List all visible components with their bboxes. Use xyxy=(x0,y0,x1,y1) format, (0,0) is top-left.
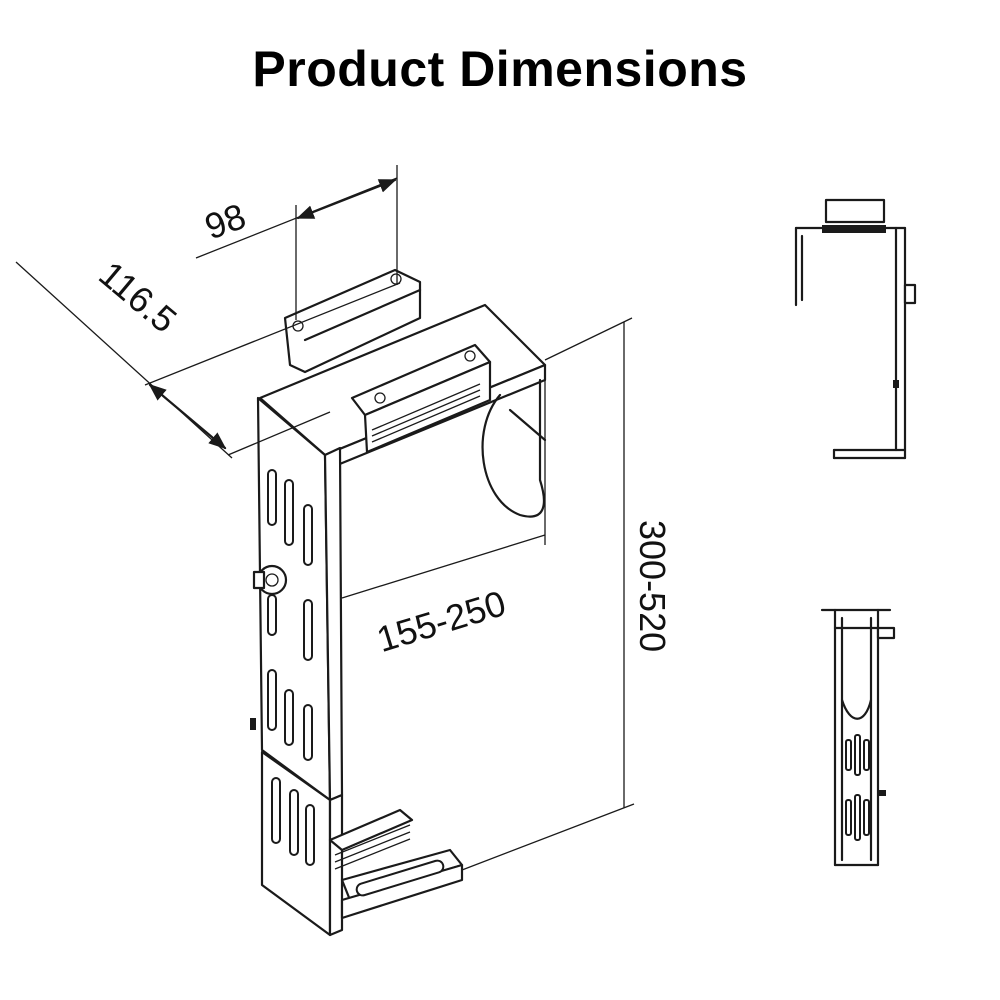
adjustment-knob-icon xyxy=(250,564,288,730)
dimension-inner-width-label: 155-250 xyxy=(372,582,510,660)
dimension-inner-width xyxy=(341,380,546,599)
main-isometric-view: 98 116.5 155-250 300-520 xyxy=(15,165,673,937)
front-view xyxy=(820,608,896,867)
dimension-depth-label: 116.5 xyxy=(91,253,184,341)
back-hook-arm xyxy=(481,378,546,518)
side-view xyxy=(794,198,917,460)
dimension-top-width xyxy=(195,165,398,320)
page-title: Product Dimensions xyxy=(252,41,748,97)
dimension-height-label: 300-520 xyxy=(632,520,673,652)
dimension-height xyxy=(461,317,635,871)
dimension-depth xyxy=(15,261,401,459)
left-upright-panel xyxy=(256,396,344,802)
lower-sliding-panel xyxy=(260,750,344,937)
back-hook-brace xyxy=(508,408,547,442)
bottom-support-tray xyxy=(328,808,464,920)
